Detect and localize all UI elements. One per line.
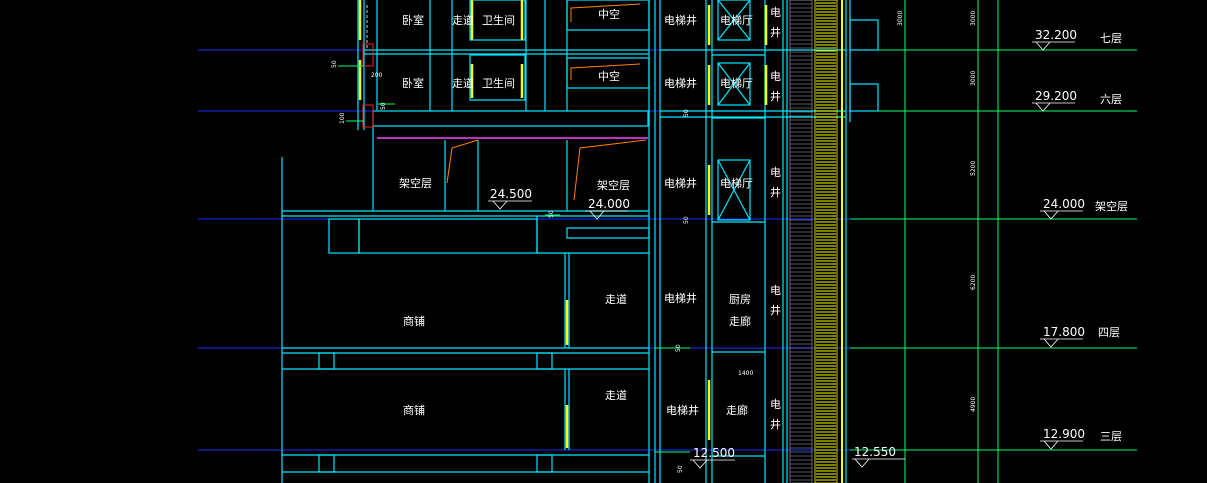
room-atrium-7: 中空 — [598, 7, 620, 21]
room-elevator-hall-7: 电梯厅 — [720, 14, 753, 27]
room-elevator-shaft-6: 电梯井 — [664, 76, 697, 90]
room-bedroom-7: 卧室 — [402, 13, 424, 27]
level-elev-4: 17.800 — [1043, 325, 1085, 339]
interior-elevations: 24.500 24.000 12.500 12.550 — [490, 187, 896, 460]
room-elec-4b: 井 — [770, 303, 781, 317]
storey-dim-7: 3000 — [970, 11, 977, 26]
level-markers: 32.200 七层 29.200 六层 24.000 架空层 17.800 四层… — [1035, 28, 1128, 443]
room-piloti-left: 架空层 — [399, 176, 432, 190]
dim-50-d: 50 — [683, 109, 690, 117]
room-elec-3b: 井 — [770, 417, 781, 431]
room-elec-3a: 电 — [770, 398, 781, 411]
storey-dim-6: 3000 — [970, 71, 977, 86]
level-lines-green — [850, 49, 1137, 451]
room-elec-7b: 井 — [770, 25, 781, 39]
room-elevator-shaft-3: 电梯井 — [666, 403, 699, 417]
level-name-6: 六层 — [1100, 93, 1122, 106]
room-elevator-hall-6: 电梯厅 — [720, 77, 753, 90]
dim-50-b: 50 — [380, 102, 387, 110]
room-piloti-right: 架空层 — [597, 178, 630, 192]
dim-50-f: 50 — [675, 344, 682, 352]
level-triangles — [1032, 41, 1083, 450]
level-elev-3: 12.900 — [1043, 427, 1085, 441]
dim-50-a: 50 — [331, 60, 338, 68]
dimension-lines — [904, 0, 999, 483]
elev-24500: 24.500 — [490, 187, 532, 201]
room-elevator-shaft-7: 电梯井 — [664, 13, 697, 27]
room-corridor-3: 走道 — [605, 388, 627, 402]
dim-200: 200 — [371, 72, 383, 79]
level-name-7: 七层 — [1100, 32, 1122, 45]
storey-dim-5: 5200 — [970, 161, 977, 176]
room-kitchen-4: 厨房 — [729, 293, 751, 306]
room-hallway-4: 走廊 — [729, 314, 751, 328]
room-bathroom-7: 卫生间 — [482, 13, 515, 27]
level-name-4: 四层 — [1098, 326, 1120, 339]
yellow-walls — [358, 0, 768, 448]
room-bedroom-6: 卧室 — [402, 76, 424, 90]
room-elec-6a: 电 — [770, 70, 781, 83]
room-elec-7a: 电 — [770, 6, 781, 19]
level-elev-7: 32.200 — [1035, 28, 1077, 42]
room-corridor-6: 走道 — [452, 76, 474, 90]
room-bathroom-6: 卫生间 — [482, 76, 515, 90]
room-elec-6b: 井 — [770, 89, 781, 103]
level-elev-5: 24.000 — [1043, 197, 1085, 211]
room-elec-4a: 电 — [770, 284, 781, 297]
room-corridor-7: 走道 — [452, 13, 474, 27]
room-elevator-shaft-5: 电梯井 — [664, 176, 697, 190]
dim-3000-right: 3000 — [897, 11, 904, 26]
room-shop-3: 商铺 — [403, 403, 425, 417]
level-name-3: 三层 — [1100, 430, 1122, 443]
dim-50-e: 50 — [683, 216, 690, 224]
dim-50-c: 50 — [548, 210, 555, 218]
room-elevator-hall-5: 电梯厅 — [720, 177, 753, 190]
level-elev-6: 29.200 — [1035, 89, 1077, 103]
dim-1400: 1400 — [738, 370, 753, 377]
room-elec-5a: 电 — [770, 166, 781, 179]
storey-dim-4: 6200 — [970, 275, 977, 290]
room-corridor-4: 走道 — [605, 292, 627, 306]
interior-triangles — [488, 200, 905, 469]
left-facade — [338, 5, 690, 453]
room-shop-4: 商铺 — [403, 314, 425, 328]
staircase — [789, 0, 843, 483]
elev-24000: 24.000 — [588, 197, 630, 211]
room-labels: 卧室 卧室 走道 走道 卫生间 卫生间 中空 中空 电梯井 电梯井 电梯井 电梯… — [399, 6, 781, 431]
room-walkway-3: 走廊 — [726, 403, 748, 417]
orange-lines — [446, 3, 647, 201]
storey-dimensions: 3000 3000 5200 6200 4900 3000 1400 50 20… — [331, 11, 977, 473]
elev-12550: 12.550 — [854, 445, 896, 459]
room-elec-5b: 井 — [770, 185, 781, 199]
level-lines — [198, 49, 1137, 451]
room-atrium-6: 中空 — [598, 69, 620, 83]
storey-dim-3: 4900 — [970, 397, 977, 412]
level-name-5: 架空层 — [1095, 199, 1128, 213]
elev-12500: 12.500 — [693, 446, 735, 460]
dim-50-g: 50 — [677, 465, 684, 473]
dim-100: 100 — [339, 112, 346, 124]
room-elevator-shaft-4: 电梯井 — [664, 291, 697, 305]
